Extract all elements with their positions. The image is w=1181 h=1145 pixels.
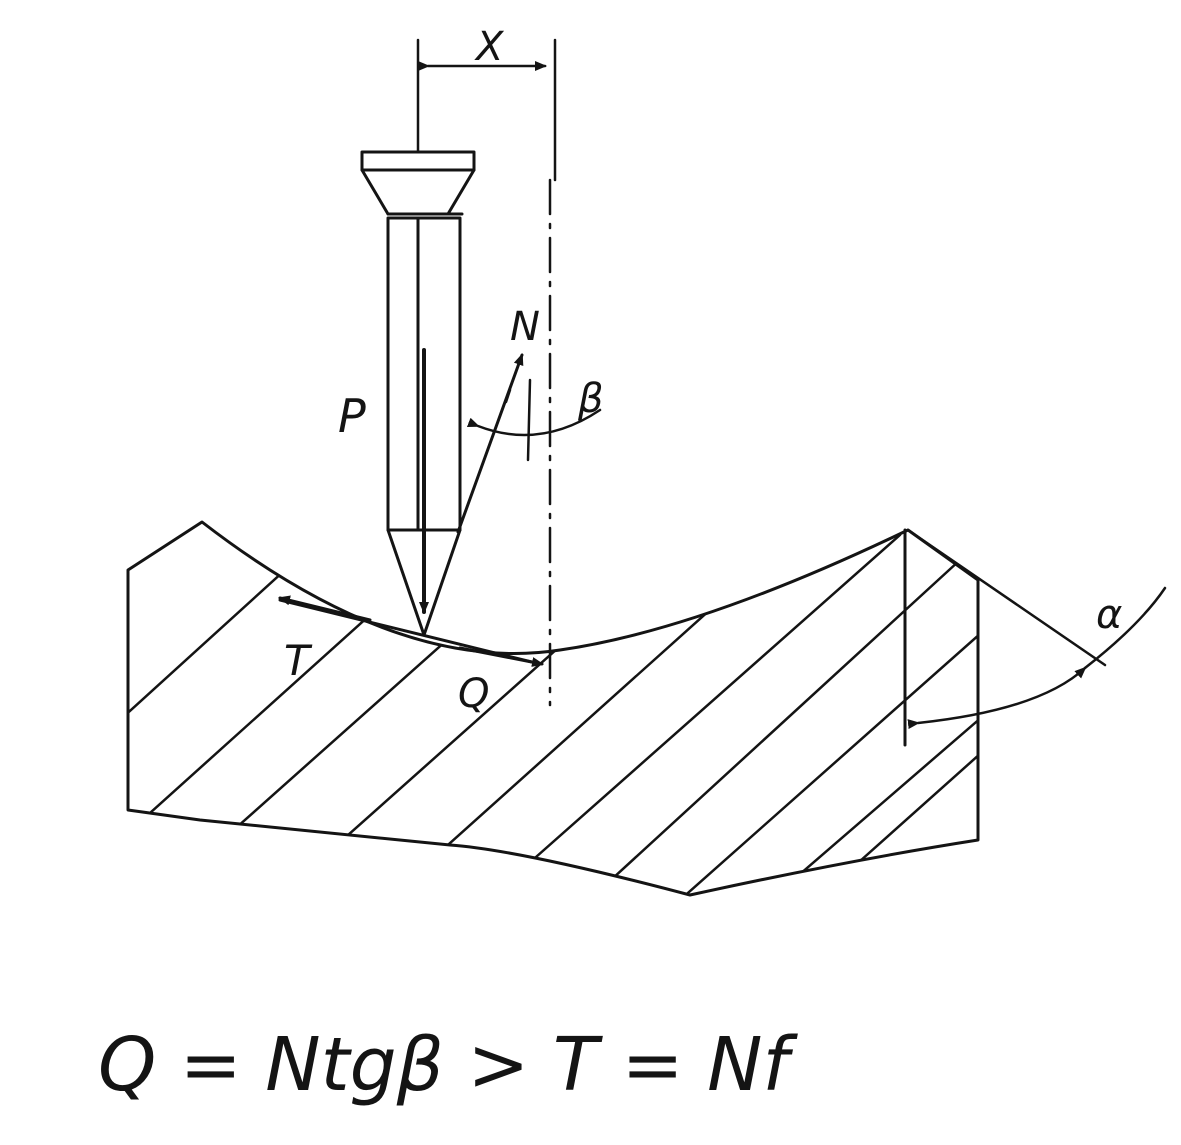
punch [360, 150, 476, 637]
tangent-line [278, 598, 542, 666]
formula-text: Q = Ntgβ > T = Nf [98, 1022, 799, 1108]
label-p: P [338, 389, 366, 443]
label-q: Q [458, 671, 489, 717]
alpha-angle-arc [907, 666, 1087, 730]
beta-angle-arc [466, 408, 602, 437]
label-t: T [284, 636, 313, 685]
force-n-arrow [456, 353, 524, 534]
alpha-extension-arc [1083, 586, 1167, 670]
force-n-small-marker [504, 388, 512, 404]
beta-arc-tick [526, 378, 532, 462]
slope-line [906, 528, 1107, 667]
label-alpha: α [1096, 592, 1122, 638]
label-x: X [474, 24, 505, 70]
force-q-arrow [458, 646, 544, 667]
label-n: N [510, 304, 540, 350]
force-t-arrow [278, 595, 372, 622]
label-beta: β [577, 376, 604, 422]
section-hatching [128, 522, 978, 895]
